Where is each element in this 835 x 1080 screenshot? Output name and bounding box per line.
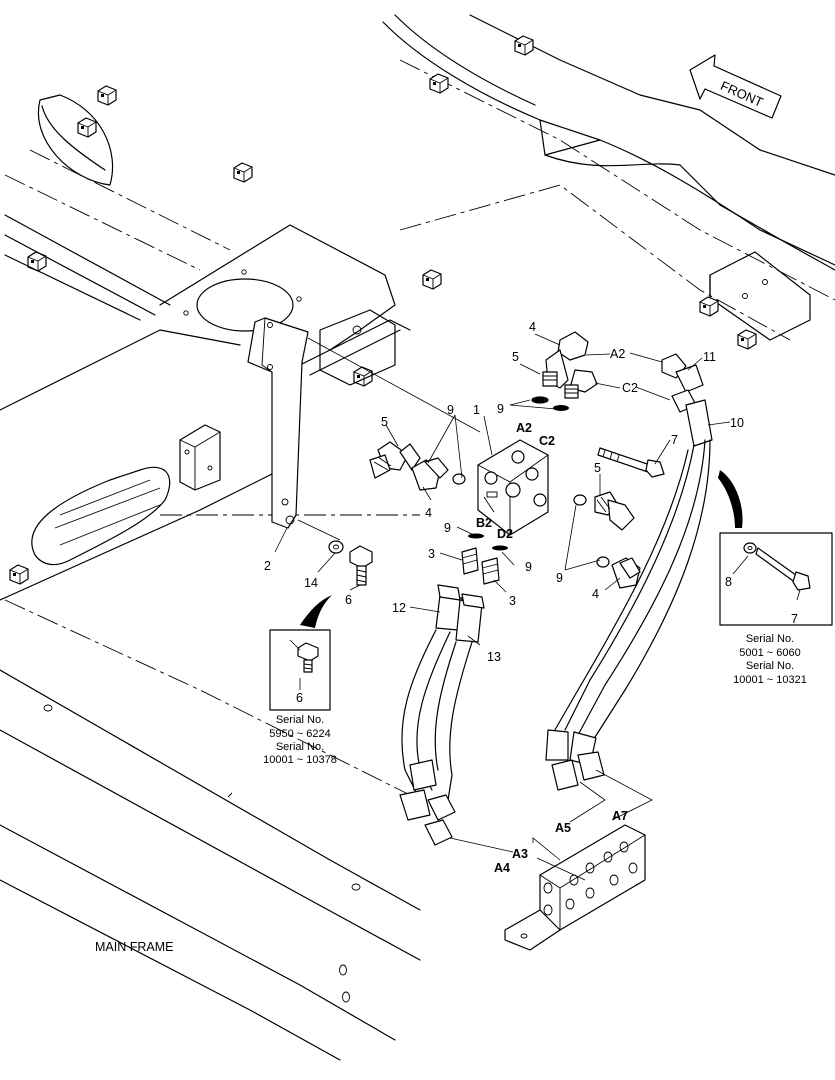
main-frame: [0, 94, 421, 1061]
label-port-c2-valve: C2: [539, 434, 555, 448]
label-part-4a: 4: [529, 320, 536, 334]
label-port-a2-hose: A2: [610, 347, 625, 361]
cube-markers: [9, 35, 757, 585]
port-bracket-plate: [504, 824, 646, 951]
label-part-5a: 5: [512, 350, 519, 364]
label-port-a2-valve: A2: [516, 421, 532, 435]
label-port-a7: A7: [612, 809, 628, 823]
label-part-7: 7: [671, 433, 678, 447]
label-part-7-inset: 7: [791, 612, 798, 626]
fitting-left-5: [369, 441, 421, 479]
front-arrow-icon: FRONT: [689, 54, 782, 119]
fitting-top-left: [542, 331, 589, 389]
fitting-right-5: [594, 491, 635, 531]
label-part-6-inset: 6: [296, 691, 303, 705]
inset-right-line2: 5001 ~ 6060: [739, 647, 800, 659]
inset-left-serial: 6 Serial No. 5950 ~ 6224 Serial No. 1000…: [263, 595, 337, 766]
valve-fittings: [369, 331, 665, 589]
label-part-3a: 3: [428, 547, 435, 561]
label-part-12: 12: [392, 601, 406, 615]
inset-right-line1: Serial No.: [746, 633, 794, 645]
part-labels: 4 5 A2 C2 9 9 1 A2 C2 5 4 5 7 10 11 B2 D…: [95, 320, 744, 954]
label-part-2: 2: [264, 559, 271, 573]
label-part-9b: 9: [447, 403, 454, 417]
control-valve-part-1: [477, 439, 549, 536]
leader-lines: [274, 333, 731, 881]
fitting-top-right: [564, 369, 598, 399]
fitting-bottom-left: [461, 547, 479, 575]
label-part-9d: 9: [525, 560, 532, 574]
inset-left-line2: 5950 ~ 6224: [269, 728, 330, 740]
label-part-5c: 5: [594, 461, 601, 475]
fitting-right-4: [611, 557, 641, 589]
hoses-left: [399, 584, 485, 846]
inset-right-serial: 8 7 Serial No. 5001 ~ 6060 Serial No. 10…: [718, 470, 833, 686]
label-part-1: 1: [473, 403, 480, 417]
inset-left-line3: Serial No.: [276, 741, 324, 753]
label-port-d2: D2: [497, 527, 513, 541]
label-part-6: 6: [345, 593, 352, 607]
upper-structure: [382, 14, 835, 341]
label-part-8: 8: [725, 575, 732, 589]
label-main-frame: MAIN FRAME: [95, 940, 173, 954]
label-part-3b: 3: [509, 594, 516, 608]
label-part-14: 14: [304, 576, 318, 590]
bracket-part-2: [247, 317, 481, 586]
label-part-13: 13: [487, 650, 501, 664]
label-part-10: 10: [730, 416, 744, 430]
label-port-c2-hose: C2: [622, 381, 638, 395]
inset-left-line4: 10001 ~ 10378: [263, 754, 337, 766]
inset-right-line4: 10001 ~ 10321: [733, 674, 807, 686]
label-part-9e: 9: [556, 571, 563, 585]
label-part-9c: 9: [444, 521, 451, 535]
label-part-4c: 4: [592, 587, 599, 601]
fitting-left-4: [411, 457, 449, 491]
label-part-4b: 4: [425, 506, 432, 520]
label-port-b2: B2: [476, 516, 492, 530]
label-port-a4: A4: [494, 861, 510, 875]
label-port-a3: A3: [512, 847, 528, 861]
inset-right-line3: Serial No.: [746, 660, 794, 672]
hoses-right: [545, 353, 713, 791]
label-part-5b: 5: [381, 415, 388, 429]
inset-left-line1: Serial No.: [276, 714, 324, 726]
label-port-a5: A5: [555, 821, 571, 835]
label-part-9a: 9: [497, 402, 504, 416]
label-part-11: 11: [703, 350, 716, 364]
fitting-bottom-right: [481, 557, 500, 585]
